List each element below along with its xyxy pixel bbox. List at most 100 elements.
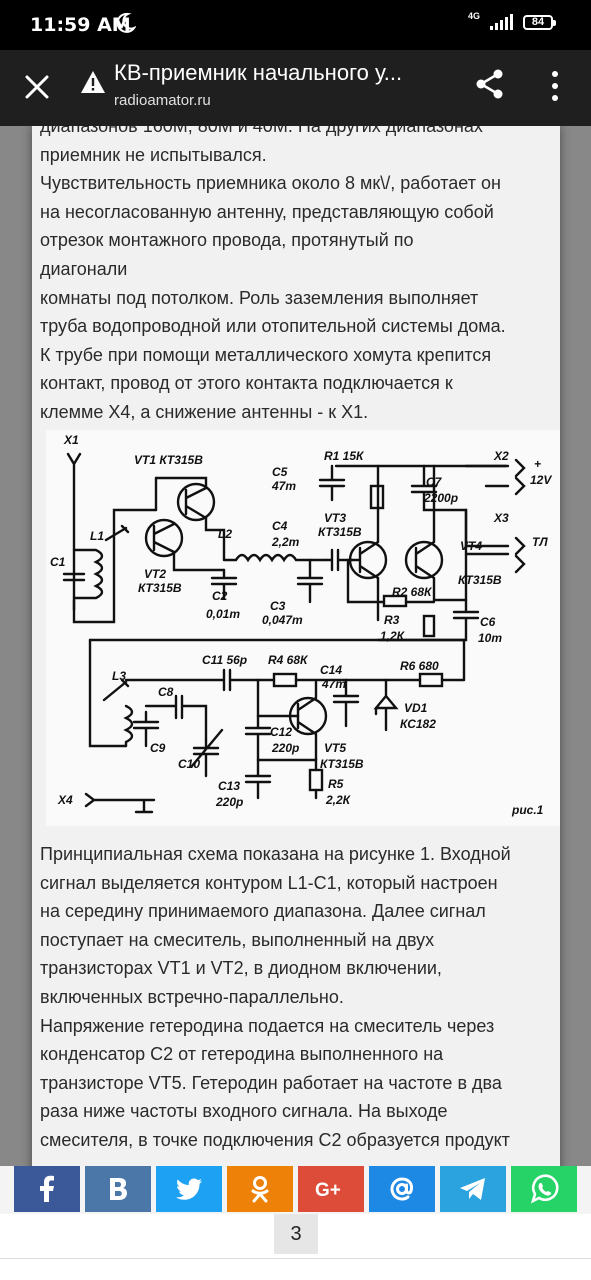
status-time: 11:59 AM (30, 14, 131, 36)
label-l2: L2 (218, 527, 232, 541)
label-r3-value: 1,2К (380, 629, 406, 643)
label-vt4-type: КТ315В (458, 573, 502, 587)
article-card: диапазонов 160М, 80М и 40М. На других ди… (32, 126, 560, 1166)
pagination-current-page[interactable]: 3 (274, 1214, 318, 1254)
label-c10: C10 (178, 757, 200, 771)
twitter-icon (176, 1178, 202, 1200)
label-vt2: VT2 (144, 567, 166, 581)
bottom-divider (0, 1258, 591, 1259)
text-line: транзисторе VT5. Гетеродин работает на ч… (40, 1072, 502, 1093)
share-odnoklassniki-button[interactable] (227, 1166, 293, 1212)
label-c6: C6 (480, 615, 496, 629)
text-line: приемник не испытывался. (40, 144, 267, 165)
label-c5: C5 (272, 465, 288, 479)
label-c7: C7 (426, 475, 443, 489)
label-c1: C1 (50, 555, 66, 569)
label-vd1-type: КС182 (400, 717, 436, 731)
share-whatsapp-button[interactable] (511, 1166, 577, 1212)
label-x2: Х2 (493, 449, 509, 463)
label-c4: C4 (272, 519, 288, 533)
label-c5-value: 47m (271, 479, 296, 493)
web-content[interactable]: диапазонов 160М, 80М и 40М. На других ди… (0, 126, 591, 1166)
label-c6-value: 10m (478, 631, 502, 645)
more-options-icon[interactable] (548, 70, 562, 102)
label-c11: C11 56р (202, 653, 247, 667)
schematic-drawing: Х1 VT1 КТ315В R1 15К Х2 + 12V C5 47m C7 … (50, 433, 552, 817)
text-line: конденсатор С2 от гетеродина выполненног… (40, 1044, 444, 1065)
whatsapp-icon (530, 1174, 559, 1204)
status-icons: 4G 84 (467, 11, 556, 30)
label-plus-12v: + (534, 457, 541, 471)
label-r4: R4 68К (268, 653, 309, 667)
label-x4: Х4 (57, 793, 73, 807)
share-icon[interactable] (474, 68, 506, 100)
text-line: диагонали (40, 258, 128, 279)
label-x1: Х1 (63, 433, 79, 447)
text-line: Напряжение гетеродина подается на смесит… (40, 1015, 495, 1036)
text-line: Принципиальная схема показана на рисунке… (40, 844, 511, 864)
label-r1: R1 15К (324, 449, 365, 463)
label-vt4: VT4 (460, 539, 482, 553)
label-c13: C13 (218, 779, 240, 793)
label-vt3: VT3 (324, 511, 346, 525)
signal-icon (490, 14, 513, 30)
label-c12-value: 220р (271, 741, 299, 755)
label-c12: C12 (270, 725, 292, 739)
share-telegram-button[interactable] (440, 1166, 506, 1212)
label-vt5-type: КТ315В (320, 757, 364, 771)
svg-text:G+: G+ (315, 1180, 341, 1201)
label-vd1: VD1 (404, 701, 428, 715)
facebook-icon (40, 1175, 54, 1202)
label-c8: C8 (158, 685, 174, 699)
label-vt1: VT1 КТ315В (134, 453, 203, 467)
label-r5-value: 2,2К (325, 793, 352, 807)
text-line: на середину принимаемого диапазона. Дале… (40, 901, 486, 922)
telegram-icon (460, 1178, 485, 1200)
label-c9: C9 (150, 741, 166, 755)
article-paragraph-1: диапазонов 160М, 80М и 40М. На других ди… (40, 126, 555, 427)
label-tl: ТЛ (532, 535, 548, 549)
google-plus-icon: G+ (315, 1180, 341, 1201)
label-12v: 12V (530, 473, 552, 487)
label-r5: R5 (328, 777, 344, 791)
text-line: диапазонов 160М, 80М и 40М. На других ди… (40, 126, 483, 136)
share-twitter-button[interactable] (156, 1166, 222, 1212)
text-line: включенных встречно-параллельно. (40, 986, 344, 1007)
text-line: комнаты под потолком. Роль заземления вы… (40, 287, 479, 308)
network-type: 4G (467, 11, 480, 21)
label-c14: C14 (320, 663, 342, 677)
label-c4-value: 2,2m (271, 535, 300, 549)
page-url: radioamator.ru (114, 92, 211, 109)
text-line: транзисторах VT1 и VT2, в диодном включе… (40, 958, 442, 979)
label-l3: L3 (112, 669, 126, 683)
share-facebook-button[interactable] (14, 1166, 80, 1212)
text-line: контакт, провод от этого контакта подклю… (40, 373, 453, 394)
label-c2-value: 0,01m (206, 607, 240, 621)
label-c2: C2 (212, 589, 228, 603)
label-r3: R3 (384, 613, 400, 627)
vk-icon (110, 1178, 127, 1200)
label-c3-value: 0,047m (262, 613, 303, 627)
email-at-icon (390, 1177, 413, 1201)
close-icon[interactable] (22, 72, 52, 102)
label-l1: L1 (90, 529, 104, 543)
text-line: Чувствительность приемника около 8 мк\/,… (40, 173, 501, 194)
battery-icon: 84 (523, 14, 556, 30)
share-google-plus-button[interactable]: G+ (298, 1166, 364, 1212)
do-not-disturb-moon-icon (116, 12, 136, 33)
text-line: на несогласованную антенну, представляющ… (40, 201, 494, 222)
share-email-button[interactable] (369, 1166, 435, 1212)
label-r6: R6 680 (400, 659, 439, 673)
label-x3: Х3 (493, 511, 509, 525)
not-secure-warning-icon[interactable] (80, 70, 106, 94)
share-vk-button[interactable] (85, 1166, 151, 1212)
article-paragraph-2: Принципиальная схема показана на рисунке… (40, 840, 555, 1155)
label-vt5: VT5 (324, 741, 346, 755)
text-line: труба водопроводной или отопительной сис… (40, 316, 506, 337)
text-line: сигнал выделяется контуром L1-C1, которы… (40, 872, 498, 893)
text-line: поступает на смеситель, выполненный на д… (40, 929, 435, 950)
text-line: отрезок монтажного провода, протянутый п… (40, 230, 414, 251)
text-line: клемме Х4, а снижение антенны - к Х1. (40, 401, 369, 422)
custom-tab-toolbar: КВ-приемник начального у... radioamator.… (0, 50, 591, 126)
figure-caption: рис.1 (511, 803, 544, 817)
